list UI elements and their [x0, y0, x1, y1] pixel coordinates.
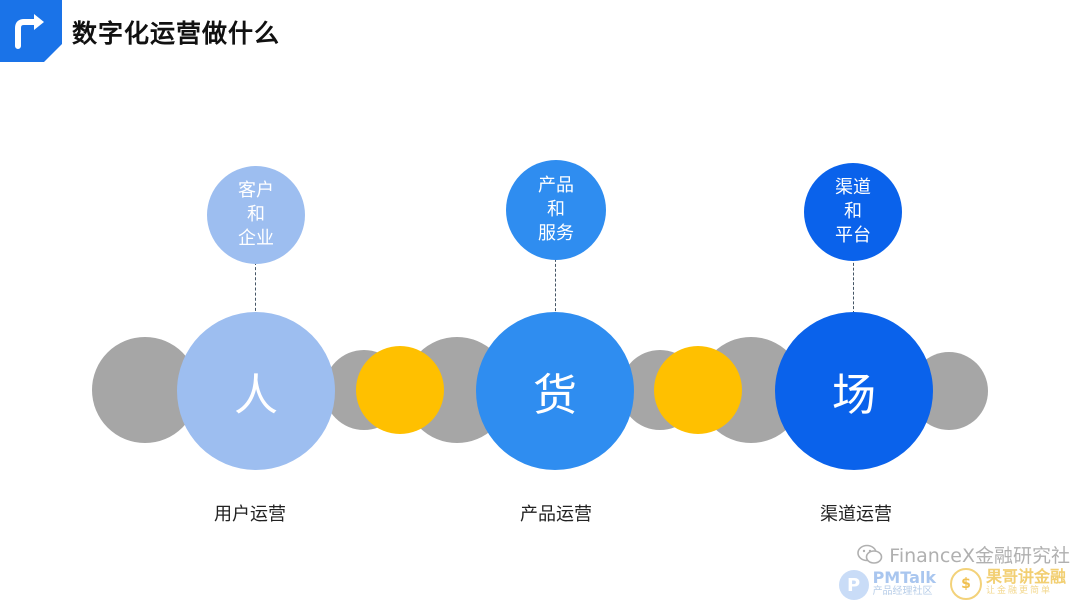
label-channel-operation: 渠道运营: [820, 504, 892, 525]
guoge-name: 果哥讲金融: [985, 567, 1066, 586]
main-circle-place: 场: [775, 312, 933, 470]
corner-arrow-icon: [0, 0, 62, 62]
main-circle-goods: 货: [476, 312, 634, 470]
top-text-line-3: 平台: [835, 225, 871, 246]
wechat-icon: [857, 544, 883, 564]
main-char-goods: 货: [533, 370, 577, 421]
top-text-line-2: 和: [844, 201, 862, 222]
guoge-subtitle: 让金融更简单: [985, 586, 1052, 596]
top-text-line-1: 渠道: [835, 177, 871, 198]
dashed-connector-1: [255, 262, 256, 316]
guoge-badge-icon: $: [949, 568, 982, 600]
pmtalk-logo: P PMTalk 产品经理社区: [838, 568, 936, 600]
pmtalk-subtitle: 产品经理社区: [872, 586, 933, 597]
top-text-line-1: 客户: [238, 180, 274, 201]
top-circle-product: 产品 和 服务: [506, 160, 606, 260]
label-user-operation: 用户运营: [214, 504, 286, 525]
watermark-financex: FinanceX金融研究社: [857, 541, 1070, 568]
page-title: 数字化运营做什么: [72, 19, 281, 48]
main-char-place: 场: [832, 370, 876, 421]
pmtalk-badge-icon: P: [838, 570, 869, 600]
partner-logos: P PMTalk 产品经理社区 $ 果哥讲金融 让金融更简单: [838, 567, 1066, 600]
dashed-connector-3: [853, 258, 854, 314]
gold-connector-right: [654, 346, 742, 434]
main-char-people: 人: [234, 370, 278, 421]
top-text-line-3: 服务: [538, 223, 574, 244]
gold-connector-left: [356, 346, 444, 434]
top-text-line-3: 企业: [238, 228, 274, 249]
top-text-line-2: 和: [247, 204, 265, 225]
main-circle-people: 人: [177, 312, 335, 470]
label-product-operation: 产品运营: [520, 504, 592, 525]
top-circle-channel: 渠道 和 平台: [804, 163, 902, 261]
dashed-connector-2: [555, 254, 556, 316]
watermark-text: FinanceX金融研究社: [889, 545, 1070, 567]
top-circle-customer: 客户 和 企业: [207, 166, 305, 264]
guoge-logo: $ 果哥讲金融 让金融更简单: [949, 567, 1066, 600]
top-text-line-2: 和: [547, 199, 565, 220]
pmtalk-name: PMTalk: [872, 568, 936, 587]
top-text-line-1: 产品: [538, 175, 574, 196]
